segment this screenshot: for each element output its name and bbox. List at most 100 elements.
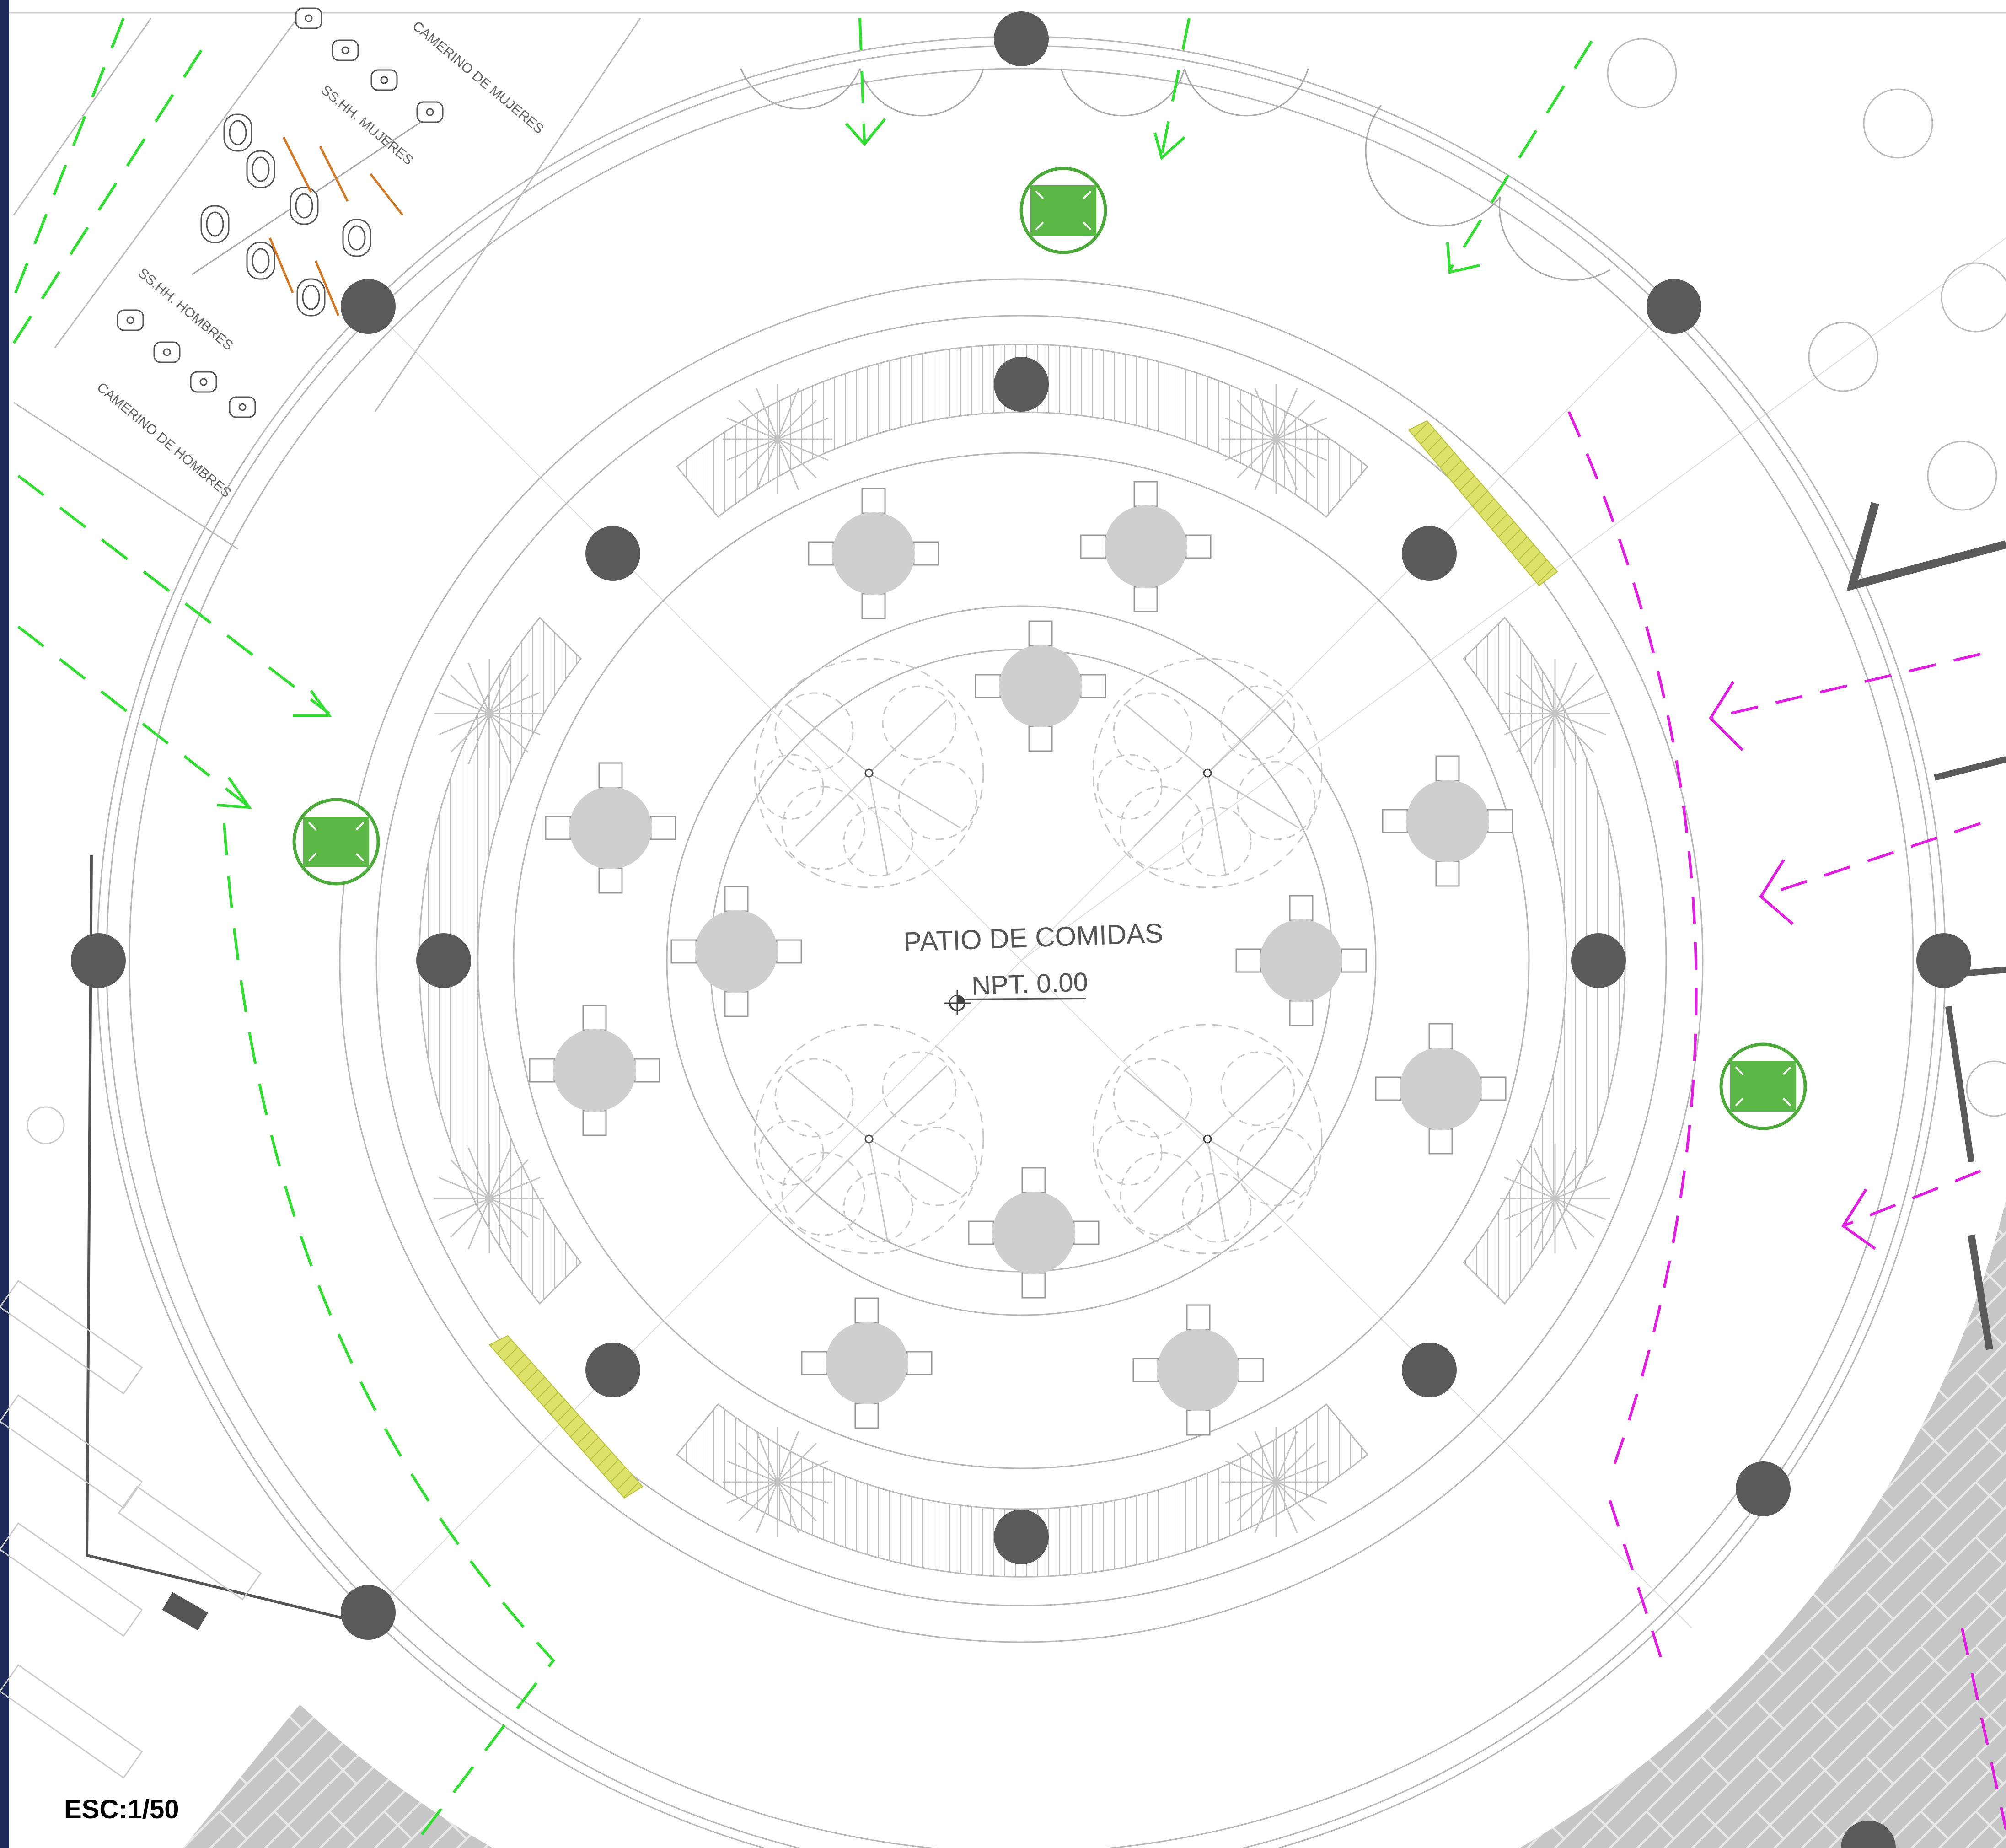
column-icon [1841, 1821, 1896, 1848]
chair [1341, 948, 1367, 973]
left-frame-border [0, 0, 9, 1848]
chair [650, 816, 676, 840]
chair [1133, 586, 1158, 612]
right-outdoor-tables [1607, 38, 2006, 1117]
round-table [1157, 1329, 1239, 1411]
chair [1073, 1220, 1100, 1245]
round-table [553, 1029, 636, 1112]
chair [1435, 860, 1460, 887]
chair [1289, 1000, 1314, 1026]
chair [906, 1351, 933, 1375]
chair [1186, 1409, 1211, 1436]
facade-walls [85, 502, 2006, 1621]
radial-grid-lines [365, 237, 2006, 1629]
scale-label: ESC:1/50 [64, 1794, 179, 1824]
column-icon [1571, 933, 1626, 988]
column-icon [585, 1343, 640, 1397]
chair [1428, 1023, 1453, 1049]
round-table [992, 1192, 1075, 1274]
round-table [1406, 780, 1489, 862]
table-with-chairs [1382, 755, 1513, 887]
chair [1132, 1358, 1159, 1382]
planter-bottom [676, 1403, 1369, 1578]
level-marker-icon [944, 990, 1087, 1015]
table-with-chairs [545, 762, 676, 894]
chair [545, 816, 571, 840]
table-with-chairs [1132, 1304, 1264, 1436]
magenta-arrowheads [1709, 681, 1876, 1250]
chair [582, 1110, 607, 1136]
table-with-chairs [1375, 1023, 1507, 1155]
chair [1238, 1358, 1264, 1382]
magenta-routes [1567, 411, 2006, 1830]
column-icon [994, 1510, 1049, 1564]
planter-right [1463, 616, 1626, 1305]
chair [861, 593, 886, 619]
left-furniture [0, 1106, 262, 1779]
column-icon [1402, 526, 1457, 581]
chair [598, 762, 623, 789]
chair [529, 1058, 555, 1083]
chair [975, 674, 1001, 698]
column-icon [585, 526, 640, 581]
column-icon [1736, 1461, 1791, 1516]
chair [1080, 534, 1106, 559]
round-table [826, 1322, 908, 1404]
planter-left [418, 616, 582, 1305]
table-with-chairs [1235, 895, 1367, 1026]
chair [1028, 620, 1053, 647]
chair [1133, 481, 1158, 507]
round-table [695, 910, 778, 993]
chair [670, 939, 697, 964]
chair [1289, 895, 1314, 921]
round-table [832, 512, 915, 595]
chair [1382, 809, 1408, 833]
column-icon [994, 11, 1049, 66]
round-table [999, 645, 1082, 727]
column-icon [1916, 933, 1971, 988]
chair [1235, 948, 1262, 973]
columns [71, 11, 1971, 1848]
chair [1428, 1128, 1453, 1155]
table-with-chairs [968, 1167, 1100, 1299]
chair [861, 488, 886, 514]
chair [1021, 1167, 1046, 1193]
chair [801, 1351, 827, 1375]
chair [1487, 809, 1513, 833]
table-with-chairs [975, 620, 1106, 752]
chair [1080, 674, 1106, 698]
dining-tables [529, 481, 1513, 1436]
level-label: NPT. 0.00 [971, 967, 1089, 1001]
chair [1021, 1272, 1046, 1299]
yellow-hatched-edges [488, 420, 1558, 1499]
planters [418, 344, 1626, 1578]
column-icon [416, 933, 471, 988]
chair [968, 1220, 994, 1245]
planter-top [676, 344, 1369, 518]
round-table [569, 787, 652, 869]
column-icon [1402, 1343, 1457, 1397]
column-icon [994, 357, 1049, 412]
table-with-chairs [670, 886, 802, 1017]
round-table [1260, 919, 1342, 1002]
chair [582, 1005, 607, 1031]
chair [776, 939, 802, 964]
chair [1185, 534, 1212, 559]
chair [1375, 1076, 1401, 1101]
round-table [1400, 1048, 1482, 1130]
chair [808, 541, 834, 566]
chair [1435, 755, 1460, 782]
chair [724, 886, 749, 912]
chair [598, 867, 623, 894]
column-icon [341, 1585, 396, 1640]
chair [854, 1297, 879, 1324]
chair [1028, 725, 1053, 752]
green-evacuation-routes [12, 17, 1593, 1848]
column-icon [341, 279, 396, 334]
table-with-chairs [529, 1005, 660, 1136]
chair [634, 1058, 660, 1083]
green-arrowheads [217, 118, 1480, 809]
trash-bin [162, 1592, 208, 1631]
chair [724, 991, 749, 1017]
